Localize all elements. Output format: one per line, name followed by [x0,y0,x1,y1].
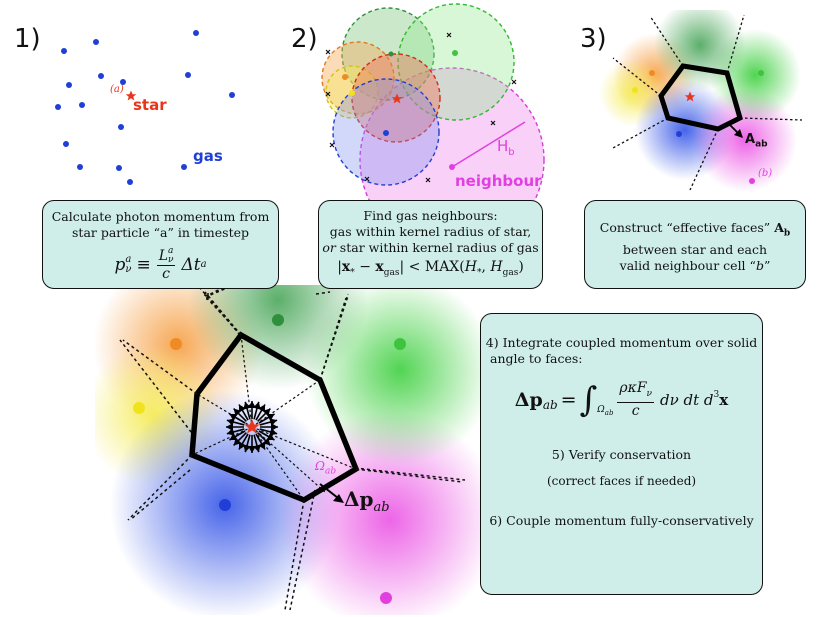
step-3-box: Construct “effective faces” Ab between s… [584,200,806,289]
main-outer-edges [122,291,463,611]
star-icon [125,90,137,101]
main-diagram [95,285,500,615]
step-4-line-2: angle to faces: [490,351,583,366]
star-icon [684,91,696,102]
step-2-number: 2) [291,24,318,54]
photon-burst-icon [226,401,278,453]
step-4-line-1: 4) Integrate coupled momentum over solid [485,335,758,350]
face-arrow-icon [728,123,743,138]
panel-1-particles [55,30,235,185]
step-1-line-2: star particle “a” in timestep [72,225,249,240]
neighbour-criterion-equation: |x* − xgas| < MAX(H*, Hgas) [337,259,524,278]
star-icon [391,93,403,104]
step-1-box: Calculate photon momentum from star part… [42,200,279,289]
gas-label: gas [193,147,223,165]
step-1-number: 1) [14,24,41,54]
star-icon [244,419,260,434]
star-label: star [133,96,167,114]
step-2-line-1: Find gas neighbours: [363,208,498,223]
step-2-line-2: gas within kernel radius of star, [329,224,532,239]
kernel-radius-label: Hb [497,137,515,158]
step-2-box: Find gas neighbours: gas within kernel r… [318,200,543,289]
step-2-line-3: or star within kernel radius of gas [322,240,539,255]
step-4-6-box: 4) Integrate coupled momentum over solid… [480,313,763,595]
neighbour-label: neighbour [455,172,542,190]
face-area-label: Aab [745,132,768,150]
step-6-line: 6) Couple momentum fully-conservatively [489,513,754,528]
step-1-line-1: Calculate photon momentum from [51,209,270,224]
momentum-label: Δpab [344,487,390,515]
panel-3-faces [600,10,803,192]
step-3-number: 3) [580,24,607,54]
step-3-line-1: Construct “effective faces” Ab [599,220,791,239]
neighbour-index-label: (b) [758,168,773,179]
step-5-line: 5) Verify conservation [551,447,692,462]
step-3-line-3: valid neighbour cell “b” [619,257,771,273]
star-index-label: (a) [110,84,124,95]
step-3-line-2: between star and each [622,241,768,257]
solid-angle-label: Ωab [315,459,337,477]
step-5-note: (correct faces if needed) [546,474,697,488]
momentum-arrow-icon [319,483,344,503]
